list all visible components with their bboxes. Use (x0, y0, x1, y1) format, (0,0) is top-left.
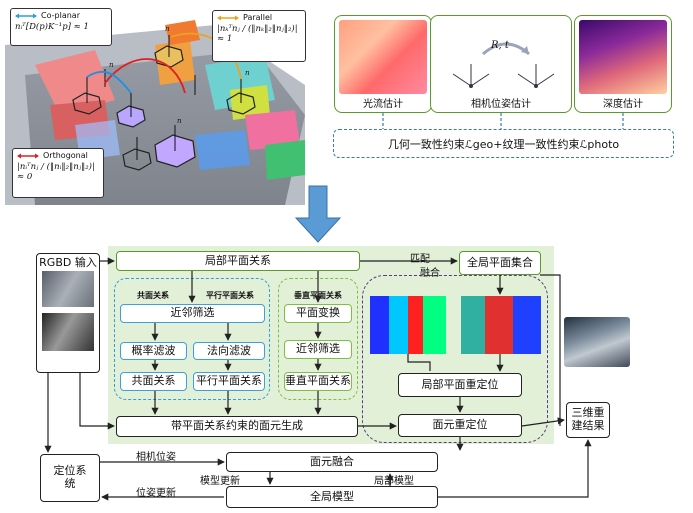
reconstruction-result-label: 三维重建结果 (571, 406, 605, 432)
normal-filter-label: 法向滤波 (207, 343, 251, 357)
constraint-text: 几何一致性约束ℒgeo+纹理一致性约束ℒphoto (387, 137, 620, 151)
probability-filter-box: 概率滤波 (120, 342, 187, 360)
depth-image (579, 20, 667, 94)
orthogonal-formula-box: Orthogonal |nᵢᵀnⱼ / (‖nᵢ‖₂‖nⱼ‖₂)| ≈ 0 (12, 148, 104, 198)
svg-text:n: n (177, 117, 182, 125)
surfel-relocate-label: 面元重定位 (432, 418, 488, 432)
global-plane-set-label: 全局平面集合 (467, 255, 533, 269)
rt-label: R, t (491, 40, 509, 51)
depth-frame-image (42, 313, 94, 351)
camera-pose-edge-label: 相机位姿 (136, 452, 176, 463)
parallel-relation-box: 平行平面关系 (193, 372, 265, 391)
rgb-frame-image (42, 271, 94, 307)
parallel-title-row: Parallel (217, 13, 301, 22)
camera-pose-graphic (452, 42, 555, 88)
parallel-relation-title: 平行平面关系 (206, 291, 254, 300)
surfel-generation-label: 带平面关系约束的面元生成 (171, 419, 303, 433)
perpendicular-relation-label: 垂直平面关系 (285, 374, 351, 388)
local-plane-relation-label: 局部平面关系 (205, 253, 271, 267)
local-plane-relocate-box: 局部平面重定位 (398, 373, 522, 397)
segmentation-image-right (461, 296, 541, 354)
svg-text:n: n (109, 61, 114, 69)
localization-system-box: 定位系统 (40, 454, 100, 502)
local-plane-relation-box: 局部平面关系 (116, 251, 360, 271)
reconstruction-result-box: 三维重建结果 (566, 402, 610, 438)
orthogonal-title: Orthogonal (43, 151, 88, 160)
coplanar-legend-arrow-icon (15, 13, 37, 18)
match-label: 匹配 (410, 254, 430, 265)
segmentation-image-left (370, 296, 446, 354)
plane-transform-box: 平面变换 (284, 304, 352, 323)
coplanar-formula: nᵢᵀ[D(p)K⁻¹p] ≈ 1 (15, 22, 89, 32)
surfel-fusion-box: 面元融合 (226, 452, 438, 472)
surfel-relocate-box: 面元重定位 (398, 414, 522, 437)
coplanar-relation-title: 共面关系 (137, 291, 169, 300)
parallel-relation-label: 平行平面关系 (196, 374, 262, 388)
localization-system-label: 定位系统 (53, 464, 87, 490)
coplanar-relation-label: 共面关系 (131, 374, 176, 388)
plane-transform-label: 平面变换 (296, 306, 340, 320)
optical-flow-card: 光流估计 (334, 15, 432, 113)
orthogonal-formula: |nᵢᵀnⱼ / (‖nᵢ‖₂‖nⱼ‖₂)| ≈ 0 (17, 162, 95, 182)
coplanar-title: Co-planar (41, 11, 80, 20)
probability-filter-label: 概率滤波 (131, 343, 176, 357)
pose-transform-arrowhead-icon (521, 46, 529, 54)
local-plane-relocate-label: 局部平面重定位 (421, 377, 499, 391)
neighbor-filter-box: 近邻筛选 (120, 304, 265, 323)
optical-flow-label: 光流估计 (363, 99, 403, 110)
fuse-label: 融合 (420, 268, 440, 279)
svg-text:n: n (165, 25, 170, 33)
camera-origin-left (469, 84, 473, 88)
svg-text:n: n (245, 69, 250, 77)
global-plane-set-box: 全局平面集合 (459, 251, 541, 275)
rgbd-input-label: RGBD 输入 (39, 256, 97, 269)
coplanar-formula-box: Co-planar nᵢᵀ[D(p)K⁻¹p] ≈ 1 (10, 8, 112, 46)
coplanar-relation-box: 共面关系 (120, 372, 187, 391)
constraint-box: 几何一致性约束ℒgeo+纹理一致性约束ℒphoto (333, 129, 674, 158)
surfel-fusion-label: 面元融合 (310, 454, 354, 468)
camera-pose-label: 相机位姿估计 (471, 99, 531, 110)
global-model-box: 全局模型 (226, 486, 438, 508)
perpendicular-relation-box: 垂直平面关系 (284, 372, 352, 391)
local-model-edge-label: 局部模型 (374, 476, 414, 487)
depth-label: 深度估计 (603, 99, 643, 110)
model-update-edge-label: 模型更新 (200, 476, 240, 487)
depth-card: 深度估计 (574, 15, 672, 113)
coplanar-title-row: Co-planar (15, 11, 107, 20)
orthogonal-legend-arrow-icon (17, 153, 39, 158)
neighbor-filter-label: 近邻筛选 (170, 306, 215, 320)
relocation-group (362, 275, 548, 443)
pose-update-edge-label: 位姿更新 (136, 488, 176, 499)
normal-filter-box: 法向滤波 (193, 342, 265, 360)
parallel-legend-arrow-icon (217, 15, 239, 20)
neighbor-filter-2-label: 近邻筛选 (296, 342, 340, 356)
camera-origin-right (534, 84, 538, 88)
reconstruction-image (564, 317, 630, 367)
camera-pose-card: R, t 相机位姿估计 (430, 15, 572, 113)
surfel-generation-box: 带平面关系约束的面元生成 (116, 416, 358, 437)
orthogonal-title-row: Orthogonal (17, 151, 99, 160)
neighbor-filter-2-box: 近邻筛选 (284, 340, 352, 359)
parallel-formula: |nₖᵀnⱼ / (‖nₖ‖₂‖nⱼ‖₂)| ≈ 1 (217, 24, 298, 44)
global-model-label: 全局模型 (310, 489, 354, 503)
parallel-formula-box: Parallel |nₖᵀnⱼ / (‖nₖ‖₂‖nⱼ‖₂)| ≈ 1 (212, 10, 306, 62)
parallel-title: Parallel (243, 13, 273, 22)
optical-flow-image (339, 20, 427, 94)
